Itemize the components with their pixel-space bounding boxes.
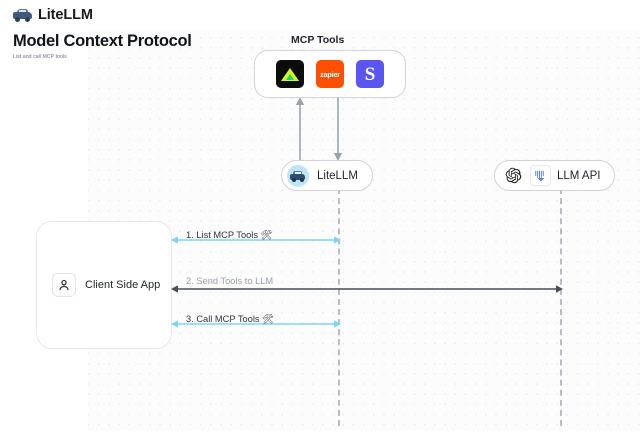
lifeline-litellm	[338, 188, 340, 426]
brand-name: LiteLLM	[38, 7, 93, 23]
node-client-side-app[interactable]: Client Side App	[36, 221, 172, 349]
litellm-car-logo-icon	[13, 8, 32, 22]
message-2-arrow	[171, 285, 563, 293]
mcp-tools-label: MCP Tools	[291, 34, 345, 46]
node-llm-api-label: LLM API	[557, 169, 601, 182]
message-3-arrow	[171, 320, 341, 328]
litellm-avatar-icon	[287, 164, 309, 187]
node-client-side-app-label: Client Side App	[85, 279, 161, 291]
canvas-bottom-mask	[0, 430, 640, 436]
node-llm-api[interactable]: LLM API	[494, 160, 616, 191]
slack-tool-icon[interactable]: S	[356, 60, 384, 88]
message-2-label: 2. Send Tools to LLM	[186, 276, 274, 286]
top-bar: LiteLLM	[0, 0, 640, 30]
lifeline-llm-api	[560, 188, 562, 426]
tools-glyph-1: 🛠	[260, 230, 273, 240]
page-title: Model Context Protocol	[13, 32, 192, 50]
user-icon	[52, 273, 76, 297]
canvas-left-mask	[0, 0, 88, 436]
page-subtitle: List and call MCP tools	[13, 54, 67, 60]
arrow-mcp-to-litellm	[333, 96, 343, 161]
node-litellm[interactable]: LiteLLM	[281, 160, 373, 191]
dark-triangle-tool-icon[interactable]	[276, 60, 304, 88]
message-1-arrow	[171, 236, 341, 244]
slack-letter: S	[364, 63, 376, 85]
node-litellm-label: LiteLLM	[317, 169, 358, 182]
message-3-label: 3. Call MCP Tools 🛠	[186, 314, 274, 324]
arrow-litellm-to-mcp	[295, 97, 305, 162]
zapier-wordmark: zapier	[320, 69, 340, 79]
tools-glyph-3: 🛠	[262, 314, 274, 324]
message-1-label: 1. List MCP Tools 🛠	[186, 230, 273, 240]
mcp-tools-group[interactable]: zapier S	[254, 50, 406, 98]
openai-icon	[503, 165, 524, 186]
anthropic-icon	[530, 165, 551, 186]
zapier-tool-icon[interactable]: zapier	[316, 60, 344, 88]
